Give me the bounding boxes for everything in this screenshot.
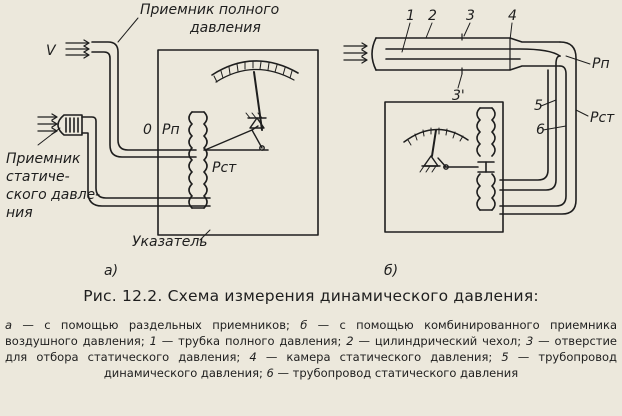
static-pressure-label-b: Pст [590,110,615,126]
legend-text: — с помощью комбинированного приемника в… [5,318,617,348]
gauge-dial-a [211,60,299,131]
legend-key: 2 [346,334,354,348]
legend-key: а [5,318,13,332]
indicator-box-a [157,49,319,236]
panel-b-label: б) [384,263,398,279]
total-receiver-label-l2: давления [189,20,261,36]
legend-key: б [300,318,308,332]
legend-text: — трубопровод статического давления [273,366,519,380]
velocity-label: V [46,43,57,59]
label-6: 6 [536,122,545,138]
total-receiver-label-l1: Приемник полного [140,2,279,18]
figure-caption-legend: а — с помощью раздельных приемников; б —… [5,317,617,381]
legend-text: — камера статического давления; [256,350,502,364]
static-receiver-label-l3: ского давле- [6,187,100,203]
combined-receiver-b [371,33,561,75]
label-3: 3 [466,8,475,24]
lever-mechanism-a [204,112,267,151]
legend-key: 5 [501,350,509,364]
static-receiver-label-l1: Приемник [6,151,81,167]
static-receiver-label-l4: ния [6,205,33,221]
indicator-label: Указатель [132,234,208,250]
total-pressure-label-a: Pп [162,122,180,138]
pipes-b [499,41,577,215]
legend-text: — с помощью раздельных приемников; [12,318,301,332]
gauge-dial-b [403,127,469,146]
label-3-prime: 3' [452,88,465,104]
total-pressure-label-b: Pп [592,56,610,72]
flow-arrows-a [65,39,90,59]
zero-label: 0 [143,122,152,138]
legend-text: — отверстие для отбора статического давл… [5,334,618,364]
label-2: 2 [428,8,437,24]
legend-key: 3 [525,334,534,348]
legend-key: 1 [149,334,157,348]
total-pressure-tube-a [91,41,197,158]
label-1: 1 [406,8,415,24]
panel-a-label: а) [104,263,118,279]
static-pressure-label-a: Pст [212,160,237,176]
indicator-box-b [384,101,504,233]
figure-caption-title: Рис. 12.2. Схема измерения динамического… [83,287,539,305]
legend-text: — цилиндрический чехол; [353,334,526,348]
legend-text: — трубопровод динамического давления; [103,350,617,380]
membrane-bellows-b [443,107,496,211]
label-5: 5 [534,98,543,114]
legend-key: 6 [266,366,274,380]
flow-arrows-b [343,42,368,64]
membrane-bellows-a [188,111,269,209]
pressure-measurement-diagram: Приемник полного давления V Приемник ста… [6,2,615,279]
lever-mechanism-b [419,129,449,173]
legend-text: — трубка полного давления; [156,334,347,348]
panel-b: 1 2 3 4 3' Pп Pст 5 6 б) [343,8,615,279]
static-receiver-label-l2: статиче- [6,169,70,185]
legend-key: 4 [249,350,257,364]
panel-a: Приемник полного давления V Приемник ста… [6,2,319,279]
label-4: 4 [508,8,517,24]
